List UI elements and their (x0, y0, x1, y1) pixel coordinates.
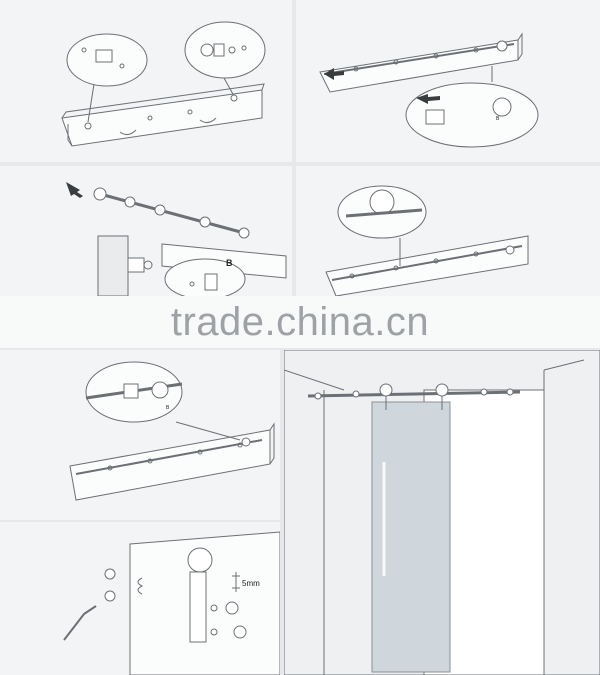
arrow-indicator-icon (416, 94, 440, 104)
step-1-panel (0, 0, 292, 162)
watermark-band: trade.china.cn (0, 296, 600, 348)
label-b: B (496, 116, 500, 122)
roller-wheel-icon (369, 189, 395, 215)
hex-key-icon (63, 605, 97, 641)
label-b: B (226, 258, 233, 268)
roller-wheel-icon (492, 97, 512, 117)
step-4-panel (296, 166, 600, 296)
label-b: B (166, 405, 170, 411)
step-5-drawing: B (69, 361, 275, 501)
step-6-panel: 5mm (0, 522, 280, 675)
arrow-indicator-icon (66, 182, 83, 198)
magnifier-circle-icon (184, 21, 266, 79)
step-3-panel: B (0, 166, 292, 296)
step-3-drawing: B (66, 182, 287, 296)
step-7-panel (284, 350, 600, 675)
step-4-drawing (325, 185, 529, 296)
step-7-drawing (284, 350, 600, 675)
step-2-panel: B (296, 0, 600, 162)
arrow-indicator-icon (324, 68, 344, 80)
step-6-drawing: 5mm (63, 531, 280, 675)
watermark-text: trade.china.cn (170, 299, 430, 344)
step-2-drawing: B (319, 32, 539, 148)
step-5-panel: B (0, 350, 280, 520)
roller-wheel-icon (187, 547, 213, 573)
dimension-label: 5mm (242, 579, 260, 588)
step-1-drawing (61, 21, 266, 147)
